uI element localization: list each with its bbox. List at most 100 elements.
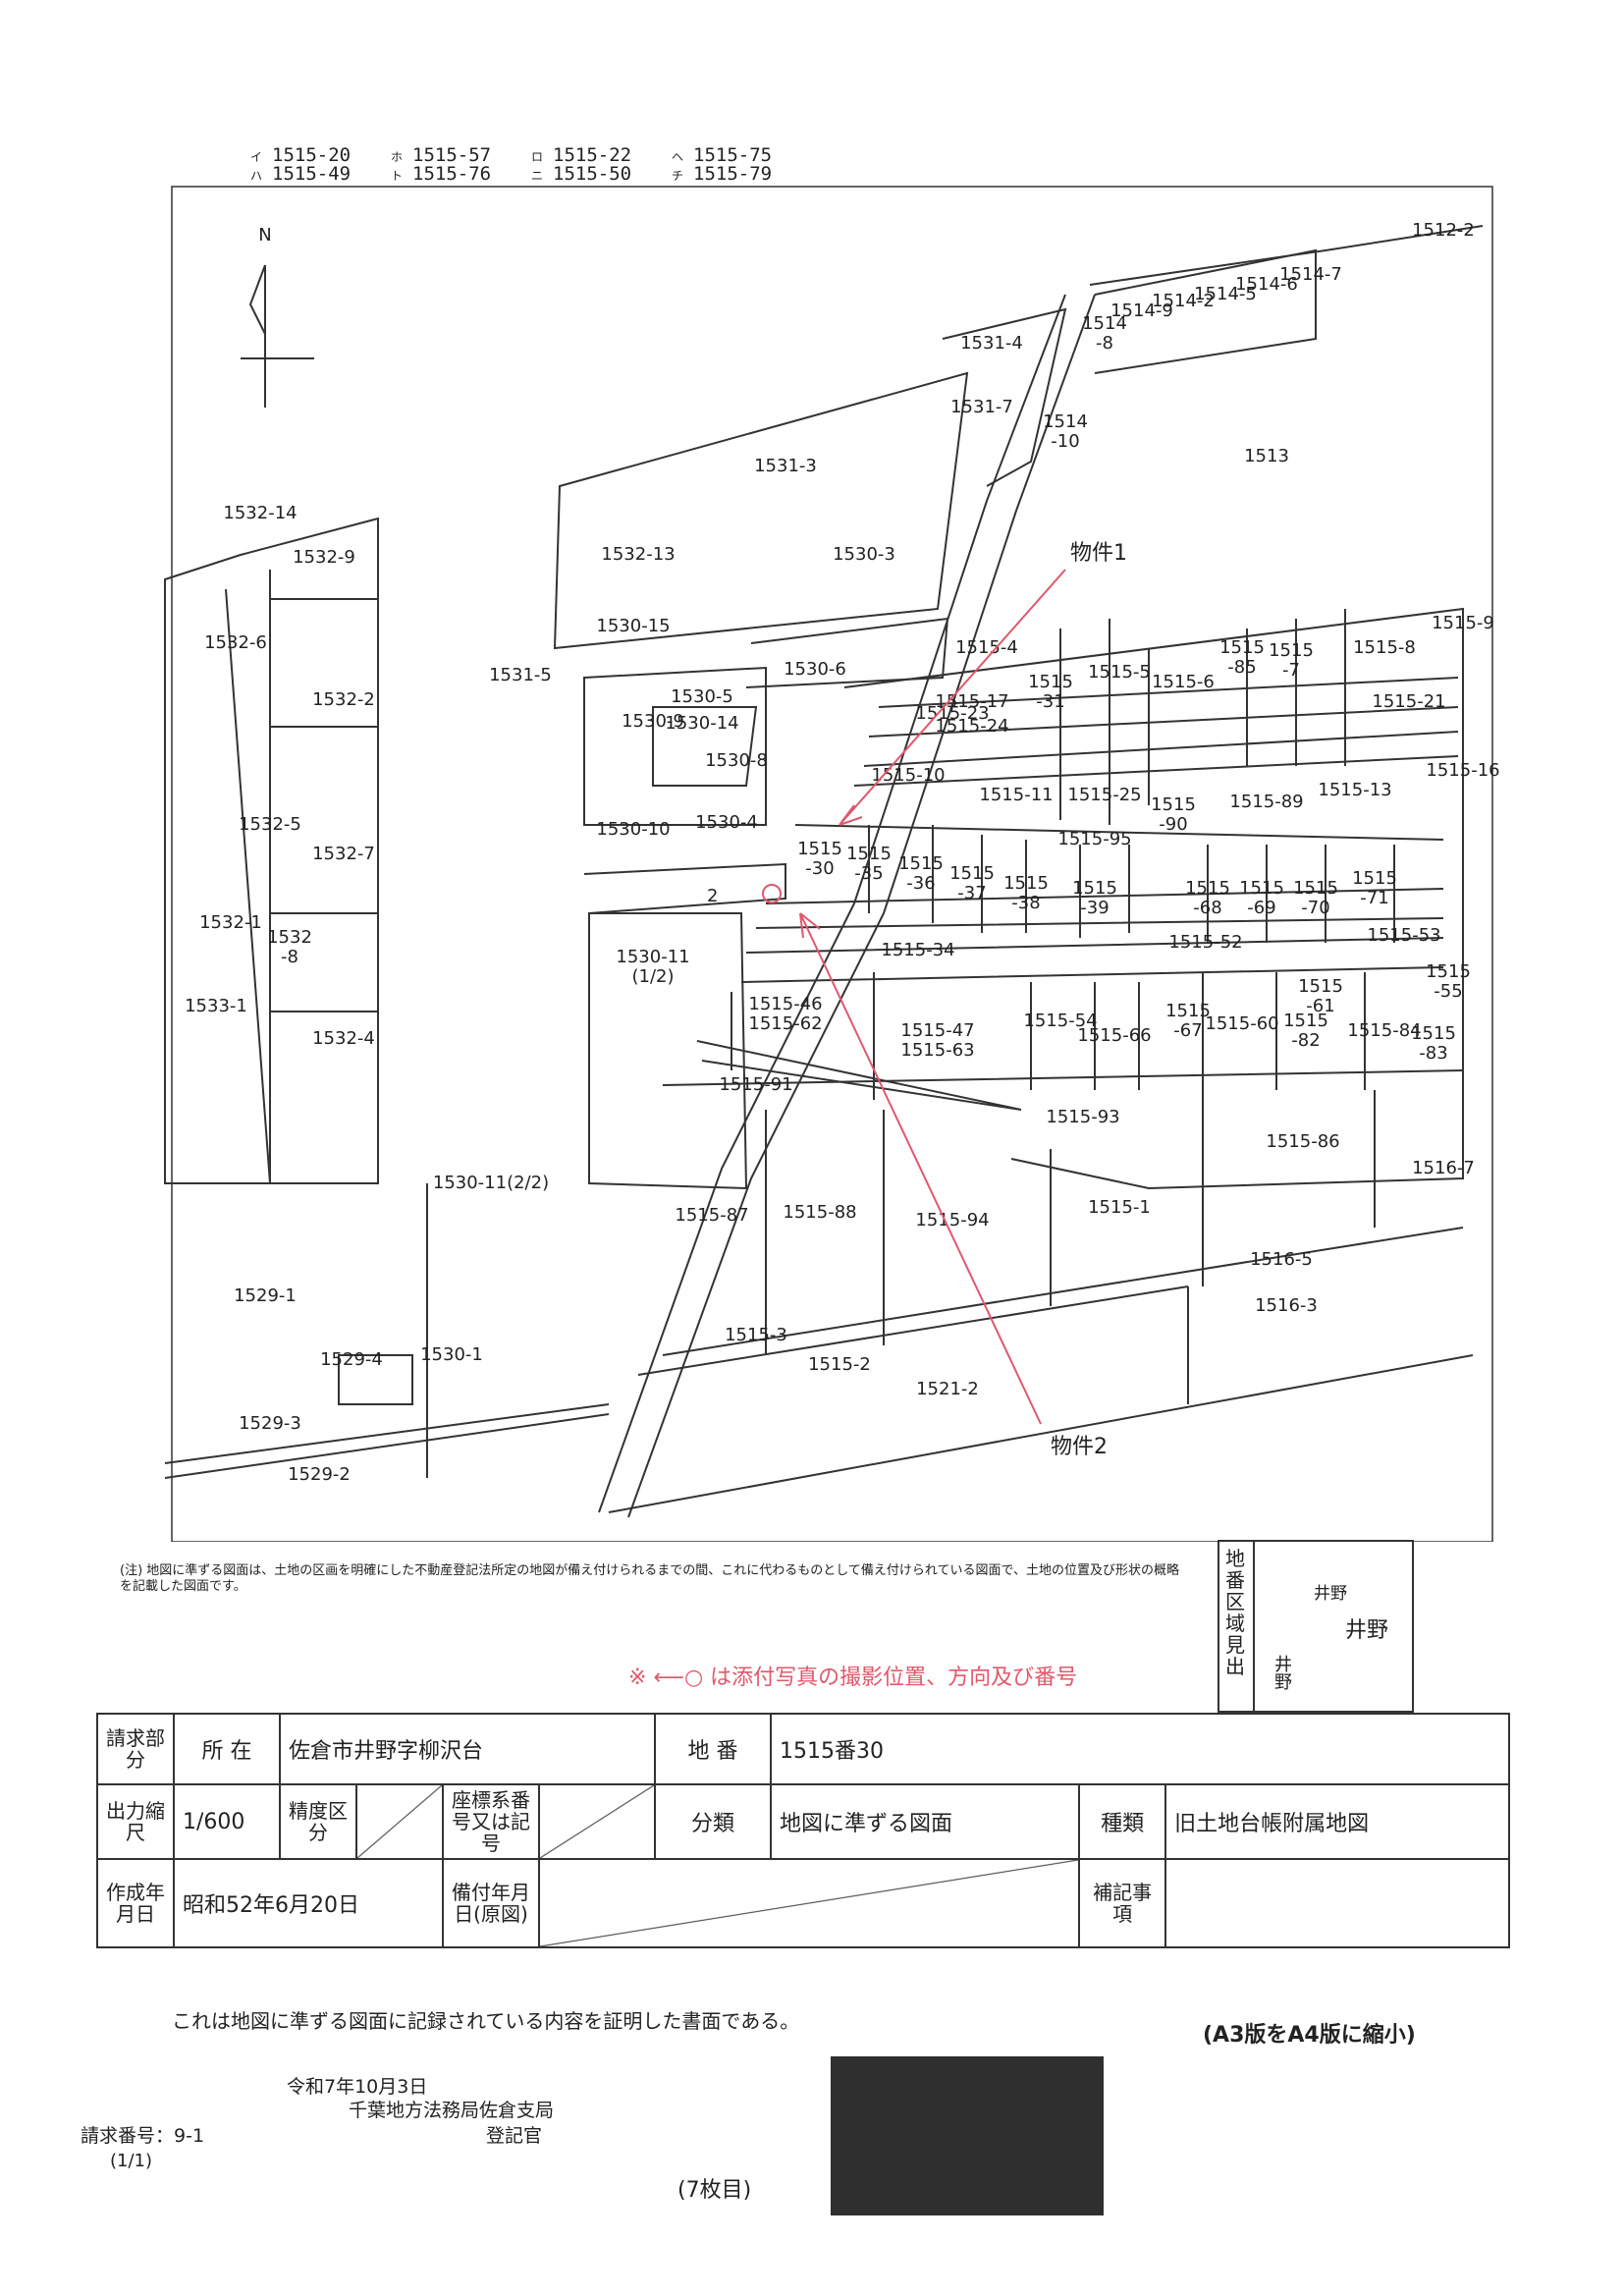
location-label: 所 在 — [173, 1713, 281, 1785]
parcel-labels: N — [258, 225, 271, 246]
parcel-label: 1515-53 — [1367, 925, 1440, 946]
parcel-label: 1515-90 — [1151, 794, 1196, 835]
parcel-label: 1515-13 — [1318, 780, 1391, 800]
installed-label: 備付年月日(原図) — [442, 1858, 540, 1948]
legend-key: ロ — [531, 150, 544, 164]
parcel-label: 1515-35 — [846, 844, 892, 884]
parcel-label: 1529-1 — [234, 1285, 297, 1306]
created-value: 昭和52年6月20日 — [173, 1858, 444, 1948]
parcel-label: 1521-2 — [916, 1379, 979, 1399]
legend-value: 1515-76 — [412, 163, 492, 185]
parcel-label: 1515-6 — [1152, 672, 1215, 692]
parcel-label: 1532-4 — [312, 1028, 375, 1049]
parcel-label: 1515-70 — [1293, 878, 1338, 918]
parcel-label: 1515-55 — [1426, 961, 1471, 1002]
parcel-label: 1515-7 — [1269, 640, 1314, 681]
parcel-label: 1532-7 — [312, 844, 375, 864]
parcel-label: 1530-8 — [705, 750, 768, 771]
parcel-label: 1515-2 — [808, 1354, 871, 1375]
parcel-label: 1516-3 — [1255, 1295, 1318, 1316]
parcel-label: 1515-94 — [915, 1210, 989, 1230]
parcel-label: 1515-37 — [949, 863, 995, 903]
parcel-label: 1515-68 — [1185, 878, 1230, 918]
photo-note-text: は添付写真の撮影位置、方向及び番号 — [710, 1666, 1078, 1690]
legend-value: 1515-79 — [693, 163, 773, 185]
parcel-label: 1530-11(2/2) — [433, 1173, 549, 1193]
parcel-label: 1516-7 — [1412, 1158, 1475, 1178]
accuracy-value — [355, 1783, 444, 1860]
parcel-label: 1514-9 — [1110, 301, 1173, 321]
parcel-label: 1515-36 — [898, 853, 944, 894]
area-name: 井野 — [1272, 1655, 1292, 1690]
registrar: 登記官 — [486, 2125, 543, 2147]
remarks-value — [1164, 1858, 1510, 1948]
type-value: 旧土地台帳附属地図 — [1164, 1783, 1510, 1860]
parcel-label: 1515-61 — [1298, 976, 1343, 1016]
parcel-label: 1529-4 — [320, 1349, 383, 1370]
parcel-label: 1514-6 — [1235, 274, 1298, 295]
legend-value: 1515-75 — [693, 144, 773, 166]
parcel-label: 1515-8 — [1353, 637, 1416, 658]
legend-value: 1515-22 — [553, 144, 632, 166]
legend-key: ハ — [250, 169, 263, 183]
parcel-label: 1529-2 — [288, 1464, 351, 1485]
parcel-label: 1515-9 — [1432, 613, 1494, 633]
parcel-label: 1531-5 — [489, 665, 552, 685]
issue-date: 令和7年10月3日 — [287, 2076, 428, 2098]
parcel-label: 1515-95 — [1057, 829, 1131, 849]
parcel-label: 1515-21 — [1372, 691, 1445, 712]
area-name: 井野 — [1314, 1584, 1347, 1604]
installed-value — [537, 1858, 1081, 1948]
parcel-label: 1515-54 — [1023, 1011, 1097, 1031]
request-number: 請求番号：9-1 — [81, 2125, 205, 2147]
cadastral-map: N 1512-21514-71514-61514-51514-21514-915… — [164, 186, 1500, 1542]
parcel-label: 1515-85 — [1219, 637, 1265, 678]
north-label: N — [258, 225, 271, 246]
photo-note-mark: ※ — [628, 1666, 647, 1690]
parcel-label: 1530-10 — [596, 819, 670, 840]
parcel-label: 1533-1 — [185, 996, 247, 1016]
area-index-label: 地番区域見出 — [1225, 1547, 1245, 1678]
property-arrows — [762, 569, 1066, 1425]
parcel-label: 1515-88 — [783, 1202, 856, 1223]
parcel-label: 1514-8 — [1082, 313, 1127, 354]
parcel-label: 1530-14 — [665, 713, 738, 734]
parcel-label: 1515-86 — [1266, 1131, 1339, 1152]
legend-value: 1515-50 — [553, 163, 632, 185]
parcel-label: 1532-1 — [199, 912, 262, 933]
parcel-label: 1530-9 — [622, 711, 684, 732]
created-label: 作成年月日 — [96, 1858, 175, 1948]
parcel-label: 1532-14 — [223, 503, 297, 523]
class-label: 分類 — [654, 1783, 772, 1860]
parcel-label: 1514-10 — [1043, 411, 1088, 452]
legend-key: チ — [672, 169, 684, 183]
lot-value: 1515番30 — [770, 1713, 1510, 1785]
parcel-label: 1514-7 — [1279, 264, 1342, 285]
parcel-label: 1515-38 — [1003, 873, 1049, 913]
parcel-label: 1529-3 — [239, 1413, 301, 1434]
parcel-label: 1515-25 — [1067, 785, 1141, 805]
class-value: 地図に準ずる図面 — [769, 1783, 1081, 1860]
arrow-icon: ⟵○ — [653, 1666, 711, 1690]
parcel-label: 1515-89 — [1229, 792, 1303, 812]
parcel-label: 1532-9 — [293, 547, 355, 568]
legend-key: ト — [391, 169, 404, 183]
reduction-note: (A3版をA4版に縮小) — [1203, 2023, 1416, 2048]
property1-label: 物件1 — [1070, 541, 1127, 566]
parcel-label: 1515-60 — [1205, 1013, 1278, 1034]
location-value: 佐倉市井野字柳沢台 — [279, 1713, 656, 1785]
parcel-label: 1515-5 — [1088, 662, 1151, 683]
parcel-label: 1515-87 — [675, 1205, 748, 1226]
parcel-label: 1515-84 — [1347, 1020, 1421, 1041]
type-label: 種類 — [1078, 1783, 1167, 1860]
parcel-label: 1515-52 — [1168, 932, 1242, 953]
parcel-label: 1515-93 — [1046, 1107, 1119, 1127]
request-table: 請求部分 所 在 佐倉市井野字柳沢台 地 番 1515番30 出力縮尺 1/60… — [96, 1713, 1510, 1948]
photo-number: 2 — [707, 886, 718, 906]
area-index: 地番区域見出 井野 井野 井野 — [1218, 1540, 1414, 1713]
parcel-label: 1531-4 — [960, 333, 1023, 354]
sheet-number: (7枚目) — [677, 2178, 752, 2203]
parcel-label: 1515-91 — [719, 1074, 792, 1095]
